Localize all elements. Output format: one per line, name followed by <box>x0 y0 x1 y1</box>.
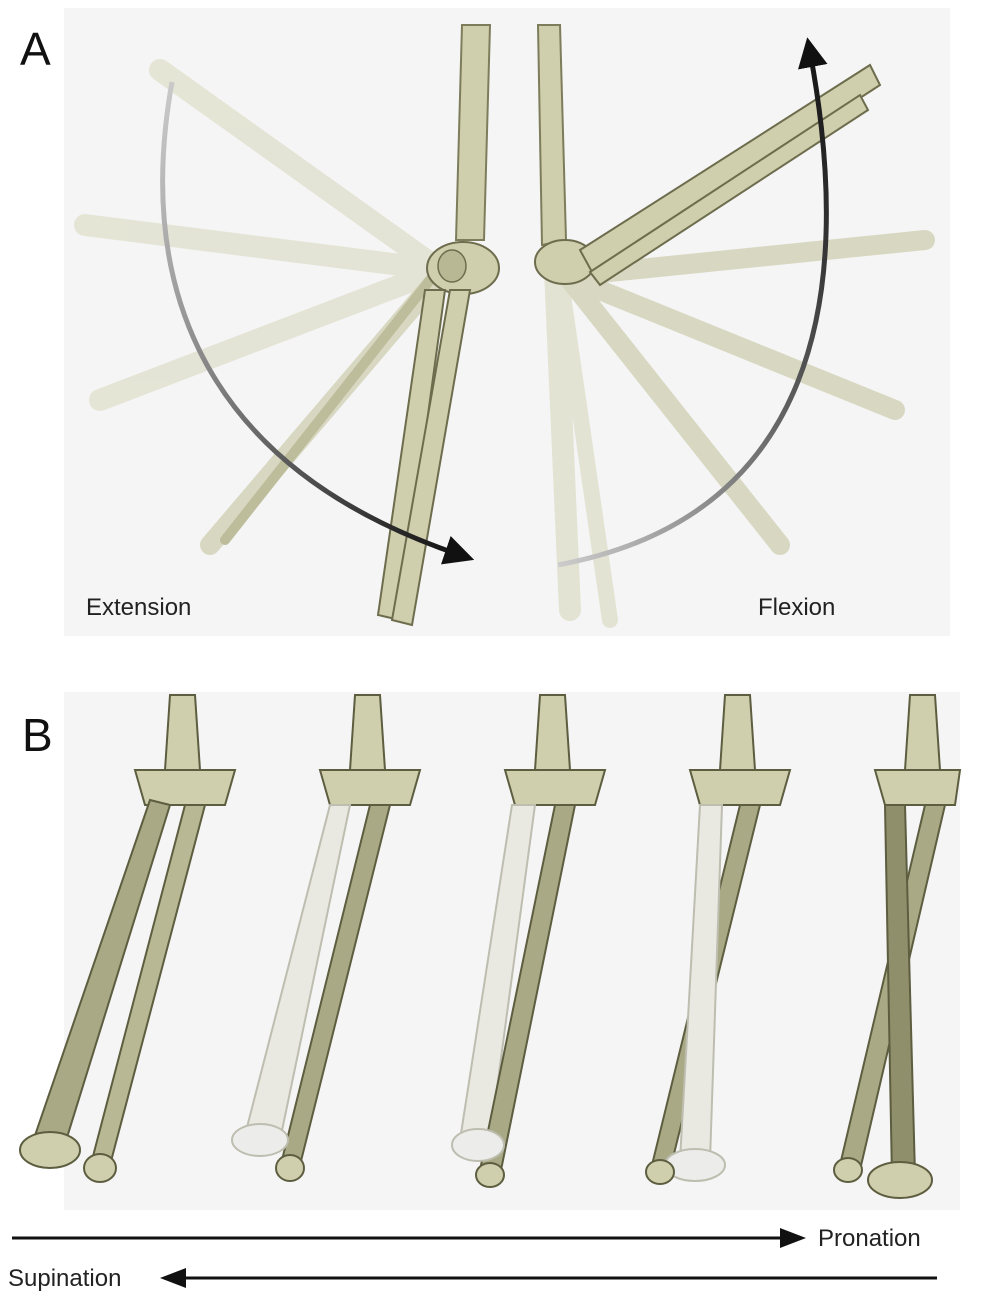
extension-label: Extension <box>86 596 191 620</box>
supination-arrow <box>160 1268 937 1288</box>
forearm-4 <box>646 695 790 1184</box>
pronation-label: Pronation <box>818 1227 921 1251</box>
forearm-1 <box>20 695 235 1182</box>
flexion-label: Flexion <box>758 596 835 620</box>
panel-a-letter: A <box>20 26 51 72</box>
flexion-mid-forearms <box>570 240 925 545</box>
supination-label: Supination <box>8 1267 121 1291</box>
pronation-sequence <box>20 695 960 1198</box>
forearm-2 <box>232 695 420 1181</box>
extension-humerus <box>427 25 499 294</box>
pronation-arrow <box>12 1228 806 1248</box>
panel-b-letter: B <box>22 712 53 758</box>
forearm-3 <box>452 695 605 1187</box>
forearm-5 <box>834 695 960 1198</box>
